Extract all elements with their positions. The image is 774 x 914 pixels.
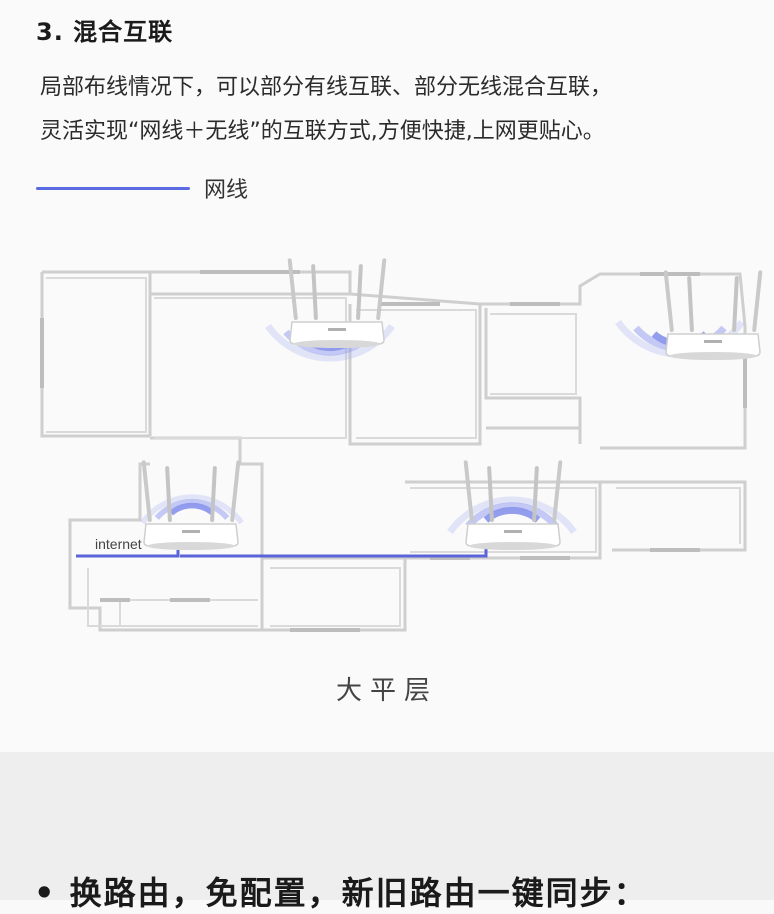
section-heading: 3. 混合互联: [36, 18, 174, 46]
floor-plan-diagram: internet: [40, 257, 764, 632]
floor-plan-caption: 大平层: [335, 676, 438, 706]
next-section-title: • 换路由，免配置，新旧路由一键同步：: [34, 874, 648, 912]
cable-legend-swatch: [36, 186, 190, 190]
cable-legend: 网线: [36, 170, 248, 206]
next-section-background: [0, 752, 774, 900]
description-line-1: 局部布线情况下，可以部分有线互联、部分无线混合互联，: [40, 75, 613, 100]
section-description: 局部布线情况下，可以部分有线互联、部分无线混合互联， 灵活实现“网线＋无线”的互…: [40, 66, 750, 154]
internet-label: internet: [95, 536, 142, 552]
router-icon: [662, 269, 764, 361]
mixed-interconnect-section: 3. 混合互联 局部布线情况下，可以部分有线互联、部分无线混合互联， 灵活实现“…: [36, 18, 764, 706]
cable-legend-label: 网线: [204, 178, 249, 203]
floor-plan-walls: [40, 270, 747, 632]
description-line-2: 灵活实现“网线＋无线”的互联方式,方便快捷,上网更贴心。: [40, 119, 605, 144]
